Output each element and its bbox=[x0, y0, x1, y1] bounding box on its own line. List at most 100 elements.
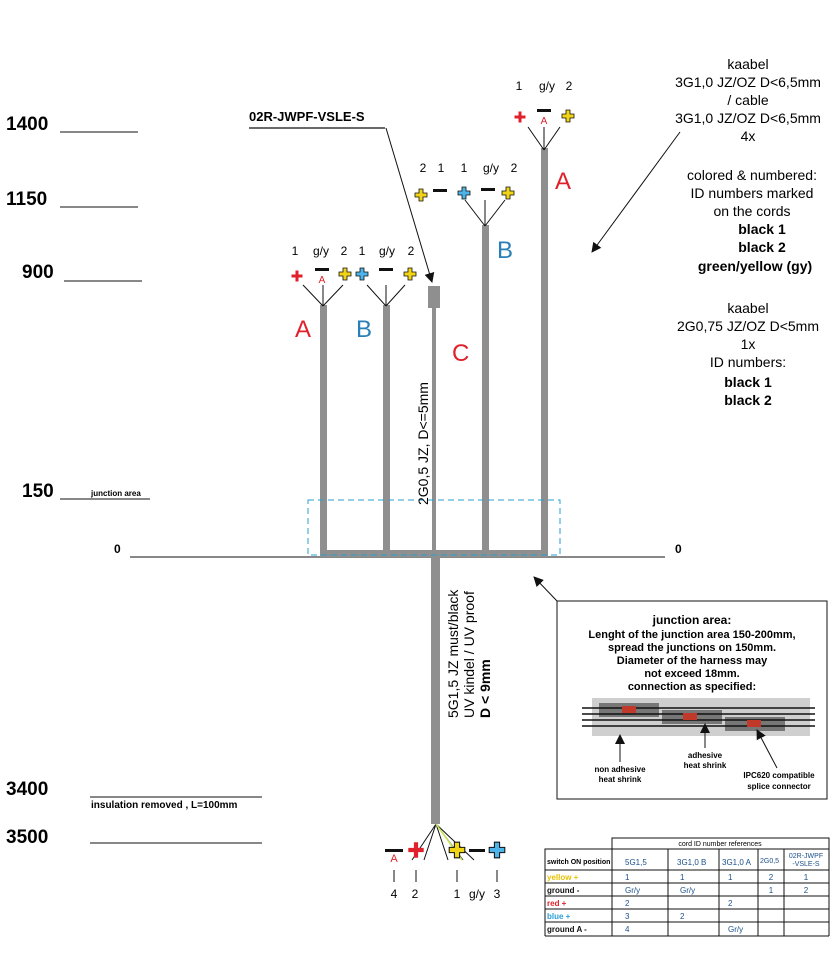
callout3-line-1: IPC620 compatible bbox=[743, 771, 815, 780]
a-top-pin-1: 1 bbox=[516, 79, 523, 93]
red-plus-icon bbox=[291, 270, 303, 282]
note-4x: 4x bbox=[741, 128, 756, 144]
table-header-connector-2: -VSLE-S bbox=[792, 861, 820, 868]
yellow-plus-icon bbox=[414, 188, 428, 202]
table-row-label: yellow + bbox=[547, 873, 579, 882]
bottom-pin-3: 3 bbox=[494, 887, 501, 901]
callout1-line-2: heat shrink bbox=[599, 775, 642, 784]
note2-black-2: black 2 bbox=[724, 392, 772, 408]
level-0-right: 0 bbox=[675, 542, 682, 556]
b-left-pin-1: 1 bbox=[359, 244, 366, 258]
junction-line-3: Diameter of the harness may bbox=[617, 655, 768, 667]
main-spec-line-2: UV kindel / UV proof bbox=[461, 591, 477, 718]
junction-line-5: connection as specified: bbox=[628, 681, 756, 693]
b-top-pin-2b: 2 bbox=[511, 161, 518, 175]
main-spec-line-3: D < 9mm bbox=[477, 659, 493, 718]
note-cable4-spec-2: 3G1,0 JZ/OZ D<6,5mm bbox=[675, 110, 821, 126]
bottom-pin-2: 2 bbox=[412, 887, 419, 901]
cable-branches bbox=[320, 148, 548, 824]
ground-minus-icon bbox=[315, 268, 329, 271]
bottom-pol-a: A bbox=[390, 853, 398, 865]
b-left-pin-gy: g/y bbox=[379, 244, 395, 258]
ground-minus-icon bbox=[537, 109, 551, 112]
ground-minus-icon bbox=[385, 849, 403, 852]
callout2-line-2: heat shrink bbox=[684, 761, 727, 770]
ground-minus-icon bbox=[481, 188, 495, 191]
note-cable2-spec: 2G0,75 JZ/OZ D<5mm bbox=[677, 318, 819, 334]
level-0-left: 0 bbox=[114, 542, 121, 556]
red-plus-icon bbox=[514, 111, 526, 123]
level-1150: 1150 bbox=[6, 189, 47, 210]
bottom-pin-1: 1 bbox=[454, 887, 461, 901]
table-cell: Gr/y bbox=[680, 886, 695, 895]
yellow-plus-icon bbox=[403, 267, 417, 281]
a-left-letter: A bbox=[295, 316, 311, 343]
table-cell: 1 bbox=[680, 873, 685, 882]
connector-body bbox=[428, 286, 440, 308]
note-colored: colored & numbered: bbox=[687, 167, 817, 183]
level-1400: 1400 bbox=[6, 114, 48, 135]
b-top-pin-1b: 1 bbox=[461, 161, 468, 175]
connector-label: 02R-JWPF-VSLE-S bbox=[249, 109, 365, 124]
blue-plus-icon bbox=[457, 186, 471, 200]
junction-area-box bbox=[307, 499, 561, 556]
c-cable-spec: 2G0,5 JZ, D<=5mm bbox=[415, 382, 431, 505]
callout2-line-1: adhesive bbox=[688, 751, 723, 760]
yellow-plus-icon bbox=[501, 186, 515, 200]
table-cell: 1 bbox=[804, 873, 809, 882]
b-left-pin-2: 2 bbox=[408, 244, 415, 258]
ground-minus-icon bbox=[469, 849, 485, 852]
table-cell: 3 bbox=[625, 912, 630, 921]
table-cell: Gr/y bbox=[625, 886, 640, 895]
table-cell: Gr/y bbox=[728, 925, 743, 934]
callout3-line-2: splice connector bbox=[747, 782, 811, 791]
note2-black-1: black 1 bbox=[724, 374, 772, 390]
b-top-letter: B bbox=[497, 237, 513, 264]
table-header-3g10a: 3G1,0 A bbox=[722, 858, 752, 867]
table-header-connector-1: 02R-JWPF bbox=[789, 853, 823, 860]
a-left-pin-2: 2 bbox=[341, 244, 348, 258]
a-left-pin-gy: g/y bbox=[313, 244, 329, 258]
a-top-pin-2: 2 bbox=[566, 79, 573, 93]
note-cable4-spec: 3G1,0 JZ/OZ D<6,5mm bbox=[675, 74, 821, 90]
table-cell: 1 bbox=[625, 873, 630, 882]
note-green-yellow: green/yellow (gy) bbox=[698, 258, 812, 274]
junction-area-note: junction area bbox=[90, 489, 141, 498]
junction-line-4: not exceed 18mm. bbox=[644, 668, 739, 680]
junction-line-1: Lenght of the junction area 150-200mm, bbox=[588, 629, 795, 641]
table-cell: 4 bbox=[625, 925, 630, 934]
table-cell: 2 bbox=[728, 899, 733, 908]
main-cable-spec: 5G1,5 JZ must/black UV kindel / UV proof… bbox=[445, 589, 493, 718]
a-top-pin-gy: g/y bbox=[539, 79, 555, 93]
junction-title: junction area: bbox=[652, 613, 732, 627]
splice-illustration bbox=[582, 698, 815, 736]
ground-minus-icon bbox=[379, 268, 393, 271]
level-900: 900 bbox=[22, 262, 54, 283]
cord-id-table: cord ID number references switch ON posi… bbox=[544, 837, 830, 937]
insulation-note: insulation removed , L=100mm bbox=[91, 800, 238, 811]
note-id-numbers: ID numbers: bbox=[710, 354, 786, 370]
a-left-pol-a: A bbox=[319, 275, 326, 286]
bottom-pin-4: 4 bbox=[391, 887, 398, 901]
note-on-cords: on the cords bbox=[713, 203, 790, 219]
note-id-marked: ID numbers marked bbox=[691, 185, 814, 201]
a-top-letter: A bbox=[555, 168, 571, 195]
note-1x: 1x bbox=[741, 336, 756, 352]
table-header-switch: switch ON position bbox=[547, 859, 610, 866]
note-black-2: black 2 bbox=[738, 239, 786, 255]
level-3400: 3400 bbox=[6, 779, 48, 800]
table-cell: 1 bbox=[769, 886, 774, 895]
level-150: 150 bbox=[22, 481, 54, 502]
yellow-plus-icon bbox=[338, 267, 352, 281]
table-header-5g15: 5G1,5 bbox=[625, 858, 647, 867]
table-cell: 2 bbox=[680, 912, 685, 921]
blue-plus-icon bbox=[488, 841, 506, 859]
junction-line-2: spread the junctions on 150mm. bbox=[608, 642, 776, 654]
table-header-3g10b: 3G1,0 B bbox=[677, 858, 706, 867]
main-spec-line-1: 5G1,5 JZ must/black bbox=[445, 589, 461, 718]
note-kaabel-2: kaabel bbox=[727, 300, 768, 316]
table-cell: 2 bbox=[625, 899, 630, 908]
note-black-1: black 1 bbox=[738, 221, 786, 237]
a-left-pin-1: 1 bbox=[292, 244, 299, 258]
